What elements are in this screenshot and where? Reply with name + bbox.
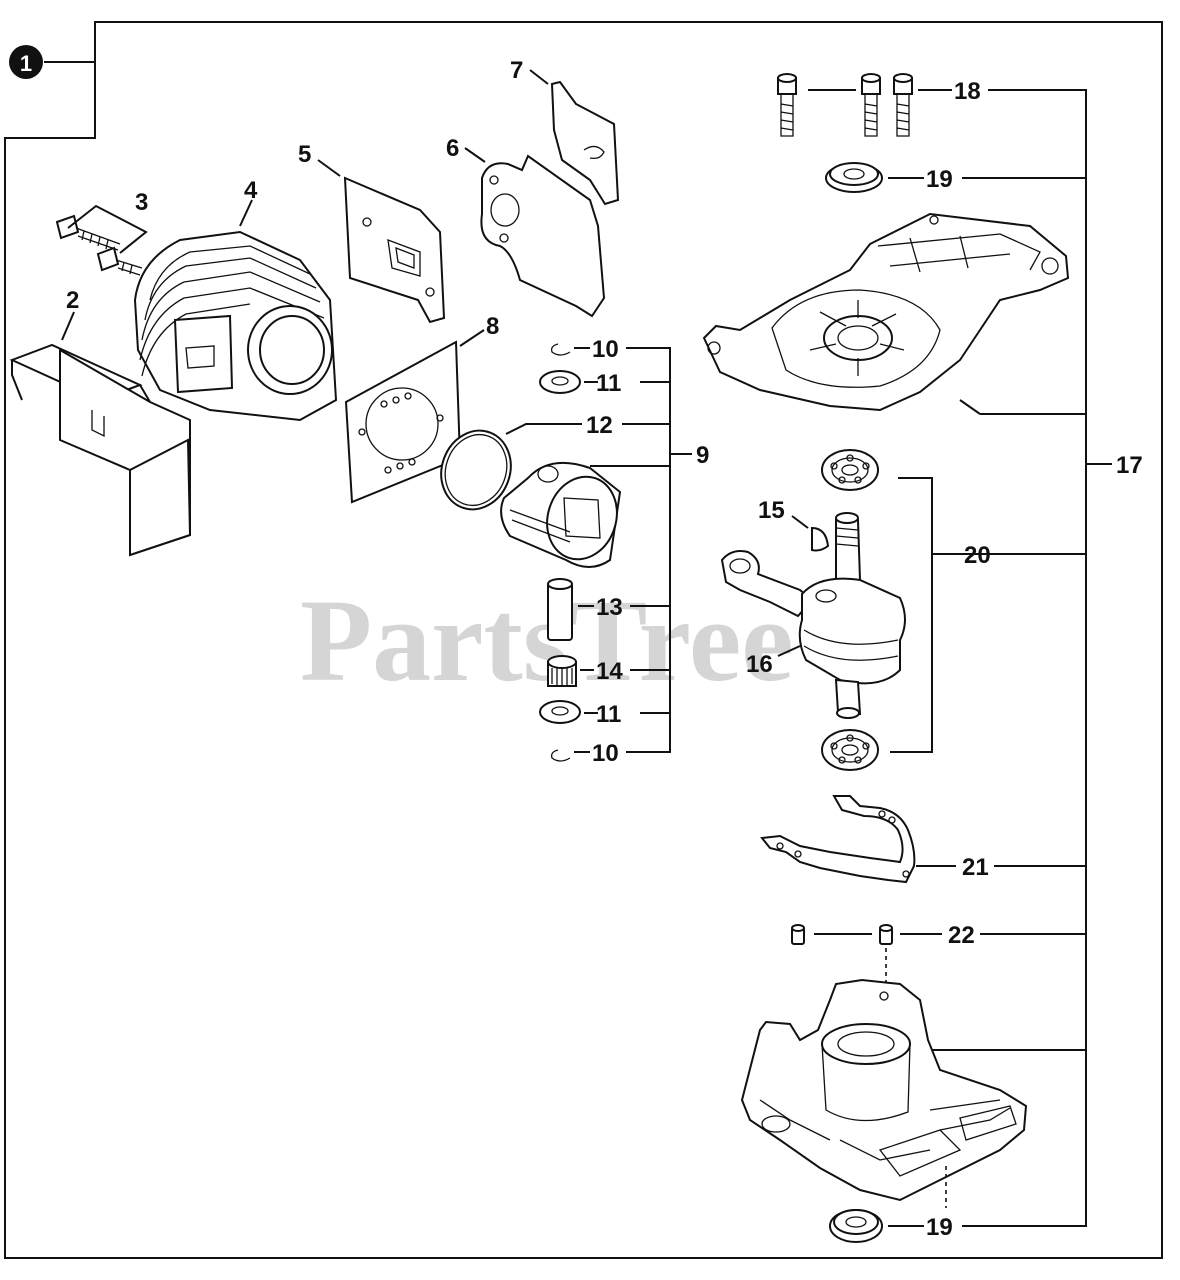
callout-20: 20 (964, 542, 991, 569)
callout-11-lower: 11 (596, 701, 621, 728)
dowel-pins-part (791, 924, 893, 945)
callout-11-upper: 11 (596, 370, 621, 397)
callout-12: 12 (586, 412, 613, 439)
crankcase-bolts-part (777, 73, 913, 137)
woodruff-key-part (811, 526, 830, 552)
callout-8: 8 (486, 313, 499, 340)
callout-10-lower: 10 (592, 740, 619, 767)
bearing-upper-part (821, 449, 879, 491)
circlip-upper-part (550, 343, 571, 356)
insulator-gasket-part (480, 154, 606, 318)
callout-14: 14 (596, 658, 623, 685)
callout-10-upper: 10 (592, 336, 619, 363)
leader-12 (505, 423, 582, 435)
callout-17: 17 (1116, 452, 1143, 479)
bracket-20 (890, 477, 958, 753)
callout-18: 18 (954, 78, 981, 105)
washer-lower-part (539, 700, 581, 724)
piston-ring-part (440, 429, 512, 511)
callout-7: 7 (510, 57, 523, 84)
needle-bearing-part (547, 655, 577, 687)
oil-seal-upper-part (825, 162, 883, 193)
callout-22: 22 (948, 922, 975, 949)
upper-crankcase-part (702, 212, 1070, 412)
crankcase-gasket-part (760, 795, 916, 884)
oil-seal-lower-part (829, 1209, 883, 1243)
leader-3 (67, 204, 148, 254)
index-badge (9, 45, 43, 79)
leader-6 (464, 147, 486, 163)
leader-4 (239, 199, 253, 227)
callout-3: 3 (135, 189, 148, 216)
crankshaft-part (720, 512, 906, 719)
leader-2 (61, 311, 75, 341)
bracket-17 (958, 89, 1087, 1227)
callout-15: 15 (758, 497, 785, 524)
leader-5 (317, 159, 341, 177)
washer-upper-part (539, 370, 581, 394)
watermark: PartsTree (300, 575, 794, 706)
cylinder-part (133, 230, 338, 422)
bearing-lower-part (821, 729, 879, 771)
piston-part (500, 461, 622, 568)
callout-21: 21 (962, 854, 989, 881)
carburetor-gasket-part (550, 80, 620, 206)
callout-16: 16 (746, 651, 773, 678)
lower-crankcase-part (740, 978, 1028, 1202)
callout-9: 9 (696, 442, 709, 469)
circlip-lower-part (550, 749, 571, 762)
callout-13: 13 (596, 594, 623, 621)
callout-5: 5 (298, 141, 311, 168)
index-badge-label: 1 (20, 51, 32, 76)
callout-2: 2 (66, 287, 79, 314)
leader-7 (529, 69, 549, 85)
leader-15 (791, 515, 809, 529)
bracket-9 (596, 347, 671, 753)
cylinder-bolts-part (55, 214, 143, 276)
diagram-frame (4, 21, 1163, 1259)
callout-19-upper: 19 (926, 166, 953, 193)
heat-shield-part (9, 343, 192, 557)
callout-4: 4 (244, 177, 258, 204)
callout-6: 6 (446, 135, 459, 162)
intake-gasket-part (343, 176, 446, 324)
callout-19-lower: 19 (926, 1214, 953, 1241)
leader-16 (777, 645, 801, 657)
leader-8 (459, 329, 485, 347)
piston-pin-part (547, 578, 573, 641)
leader-upper-crankcase (959, 399, 981, 415)
